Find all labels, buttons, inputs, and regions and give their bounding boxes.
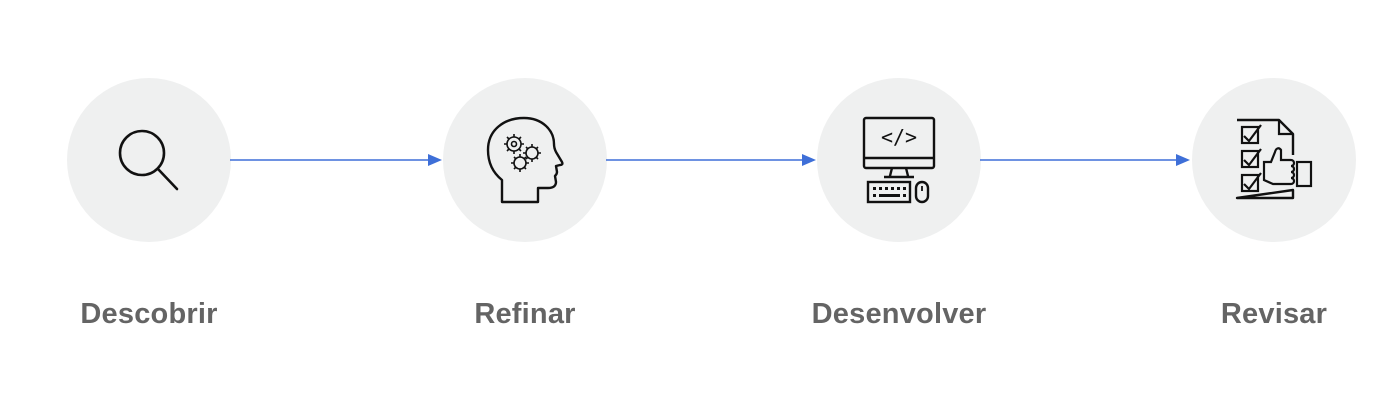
checklist-thumbs-up-icon <box>1235 118 1313 200</box>
step-desenvolver-circle: </> <box>817 78 981 242</box>
step-descobrir-circle <box>67 78 231 242</box>
step-label: Refinar <box>474 298 576 330</box>
step-label: Desenvolver <box>811 298 987 330</box>
step-label: Descobrir <box>80 298 218 330</box>
step-label: Revisar <box>1220 298 1328 330</box>
arrow-connector <box>980 154 1190 166</box>
head-with-gears-icon <box>486 116 564 204</box>
step-revisar-circle <box>1192 78 1356 242</box>
magnifying-glass-icon <box>118 129 179 191</box>
arrow-connector <box>606 154 816 166</box>
computer-code-icon: </> <box>862 116 936 204</box>
svg-text:</>: </> <box>881 125 917 149</box>
arrow-connector <box>230 154 442 166</box>
step-refinar-circle <box>443 78 607 242</box>
